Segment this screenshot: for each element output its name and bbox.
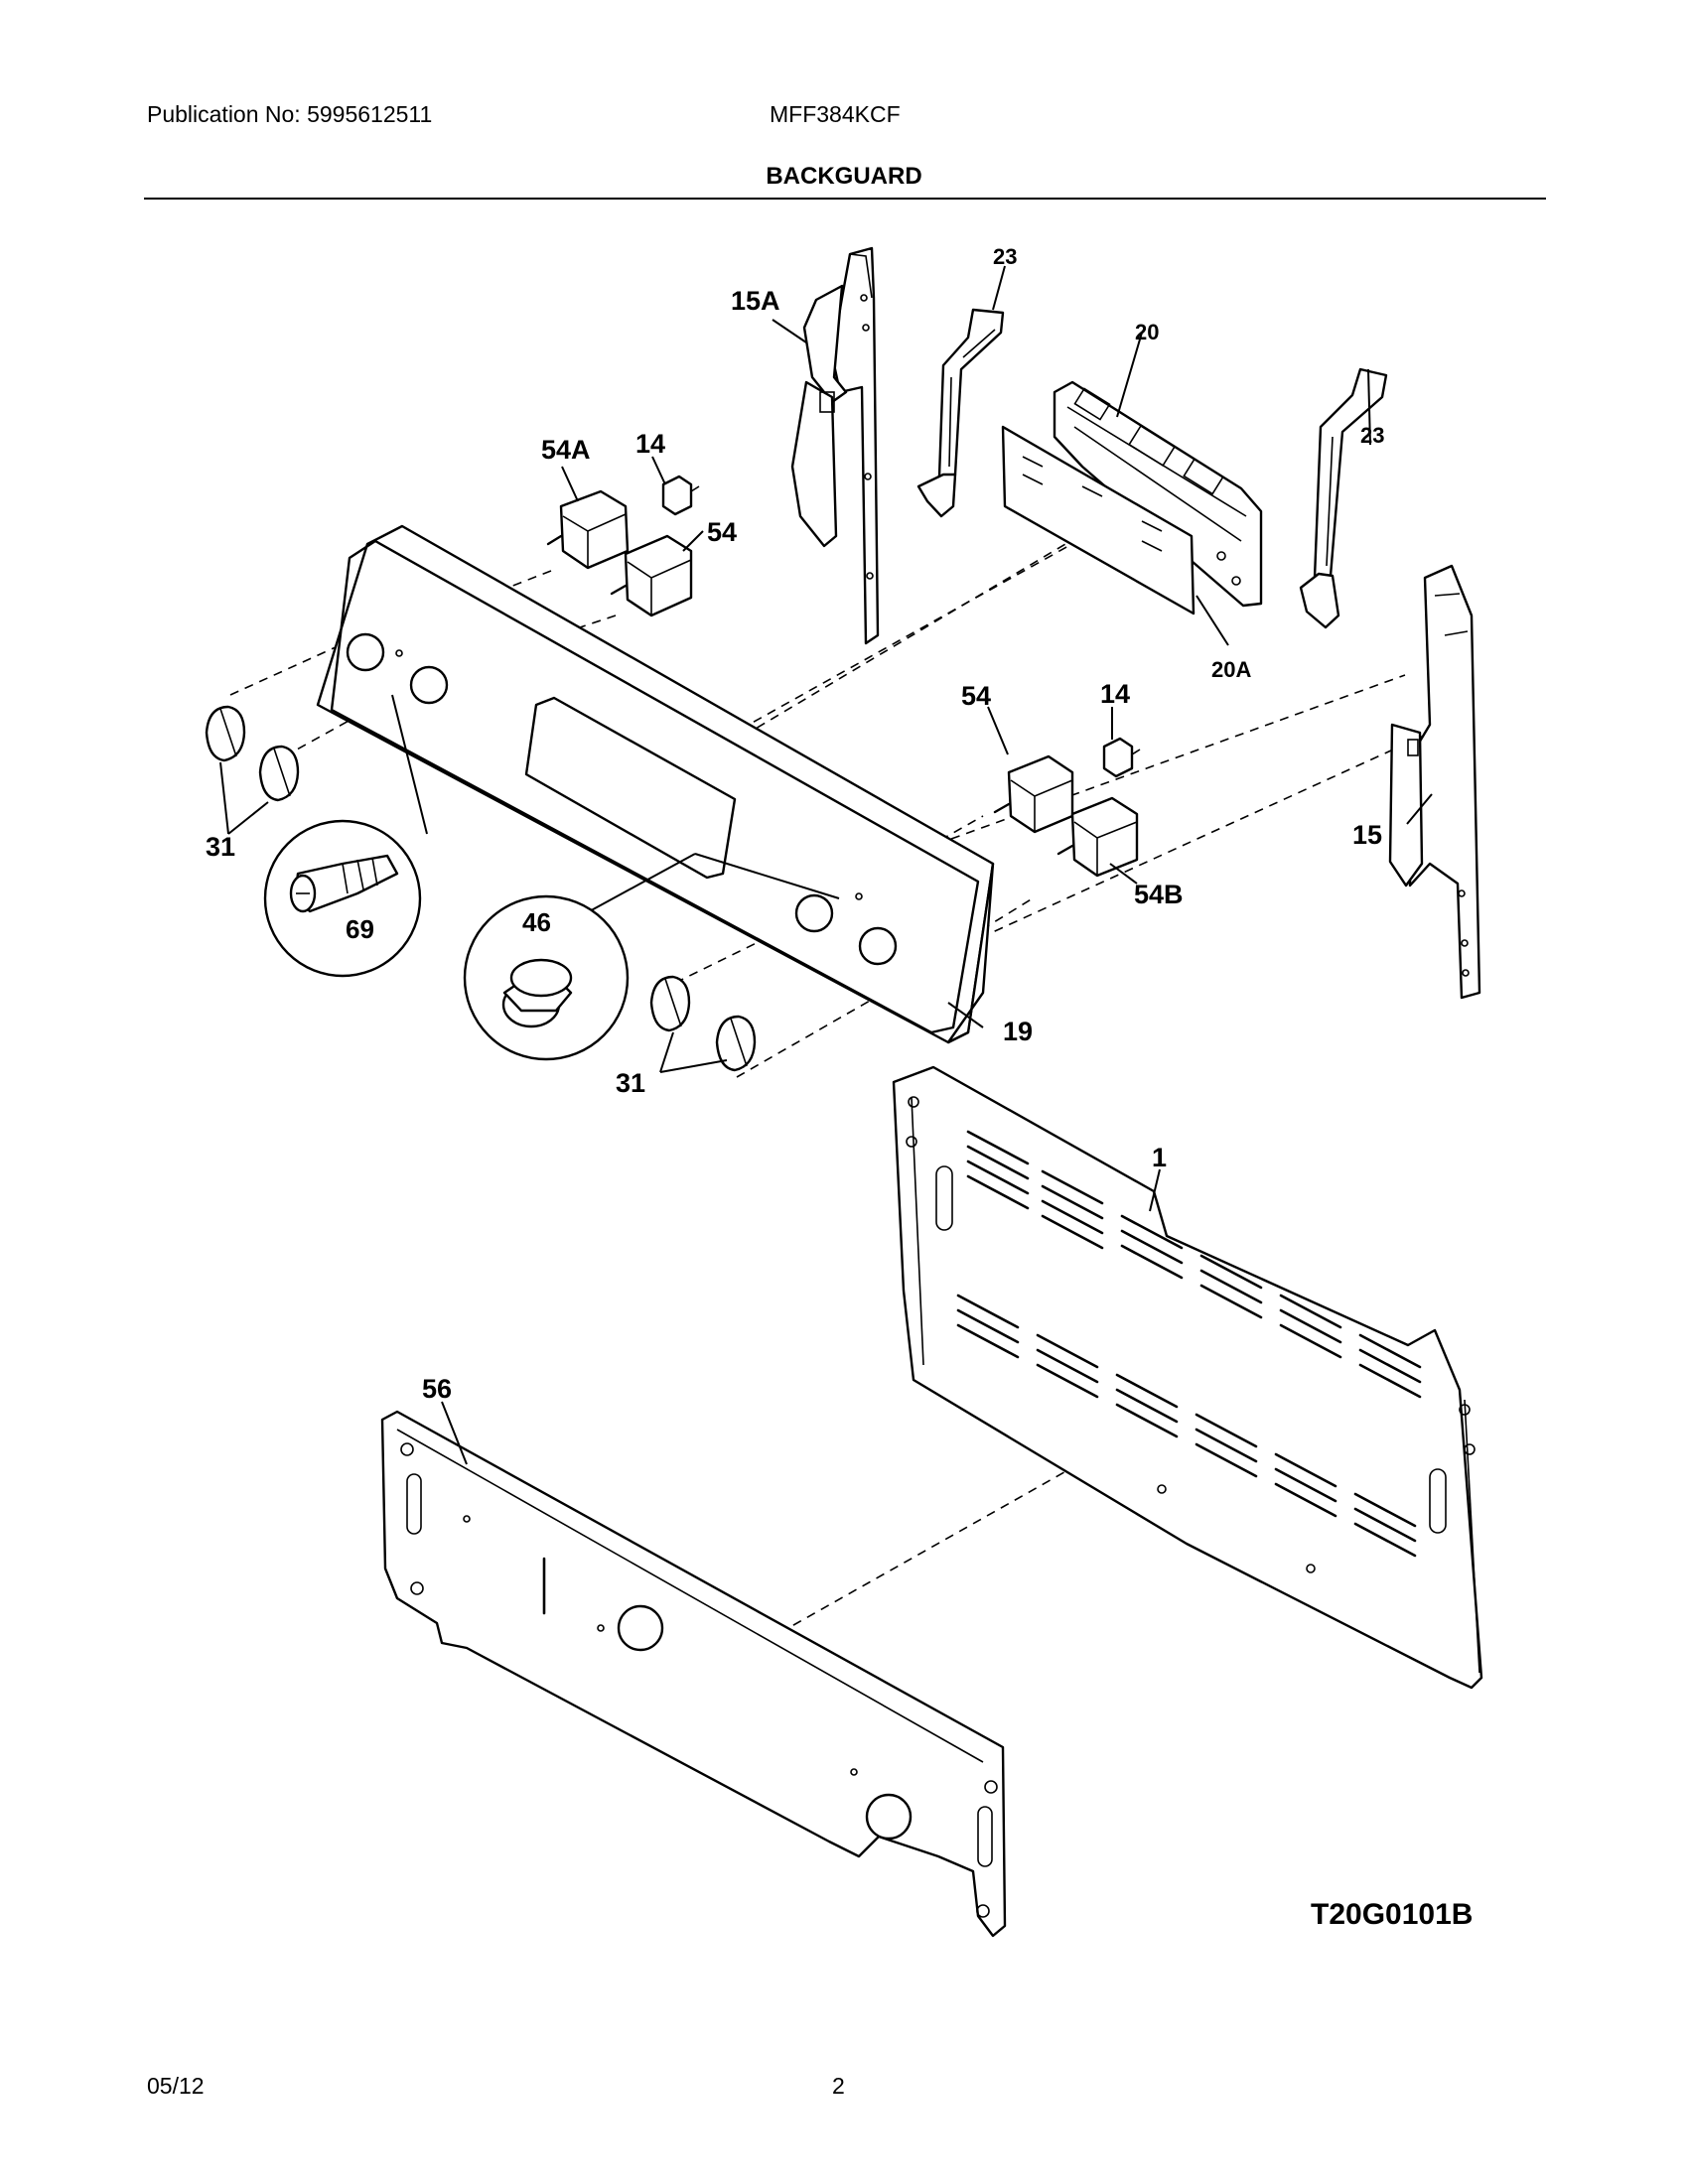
part-46-button-detail <box>463 853 840 1061</box>
callout-14-lower: 14 <box>1100 679 1130 709</box>
section-title: BACKGUARD <box>766 163 922 190</box>
callout-20: 20 <box>1135 320 1159 344</box>
part-20-control-board <box>1001 380 1263 615</box>
callout-20a: 20A <box>1211 657 1251 682</box>
callout-14-upper: 14 <box>635 429 665 459</box>
callout-69: 69 <box>346 914 374 944</box>
part-callouts: 15A 23 20 23 20A 54A 14 54 54 14 54B 15 … <box>206 244 1384 1404</box>
part-54a-switch <box>546 489 630 570</box>
part-15a-end-bracket <box>790 246 880 645</box>
callout-19: 19 <box>1003 1017 1033 1046</box>
part-23-clip-left <box>916 308 1005 518</box>
part-19-console-panel <box>316 524 995 1044</box>
callout-46: 46 <box>522 907 551 937</box>
callout-54-lower: 54 <box>961 681 991 711</box>
callout-1: 1 <box>1152 1143 1167 1172</box>
part-1-vent-panel <box>892 1065 1483 1690</box>
callout-15: 15 <box>1352 820 1382 850</box>
part-56-rear-panel <box>380 1410 1007 1938</box>
callout-31-right: 31 <box>616 1068 645 1098</box>
callout-54b: 54B <box>1134 880 1184 909</box>
callout-15a: 15A <box>731 286 780 316</box>
callout-54a: 54A <box>541 435 591 465</box>
callout-56: 56 <box>422 1374 452 1404</box>
part-69-screw-detail <box>263 694 428 978</box>
drawing-code: T20G0101B <box>1311 1898 1474 1931</box>
vent-slots <box>956 1130 1422 1558</box>
part-54-switch-lower <box>993 754 1074 834</box>
part-14-small-switch-upper <box>661 475 700 516</box>
publication-number: Publication No: 5995612511 <box>147 101 433 127</box>
callout-23-left: 23 <box>993 244 1017 269</box>
part-31-knobs <box>205 705 757 1072</box>
model-number: MFF384KCF <box>770 101 901 127</box>
part-15-end-bracket <box>1388 564 1481 1000</box>
part-54-switch-upper <box>610 534 693 617</box>
callout-54-upper: 54 <box>707 517 737 547</box>
callout-31-left: 31 <box>206 832 235 862</box>
part-23-clip-right <box>1299 367 1388 629</box>
callout-23-right: 23 <box>1360 423 1384 448</box>
header-rule <box>144 198 1546 200</box>
publication-date: 05/12 <box>147 2073 205 2099</box>
part-14-small-switch-lower <box>1102 737 1141 778</box>
callout-leaders <box>219 265 1433 1465</box>
page-number: 2 <box>832 2073 845 2099</box>
part-54b-switch <box>1056 796 1139 878</box>
